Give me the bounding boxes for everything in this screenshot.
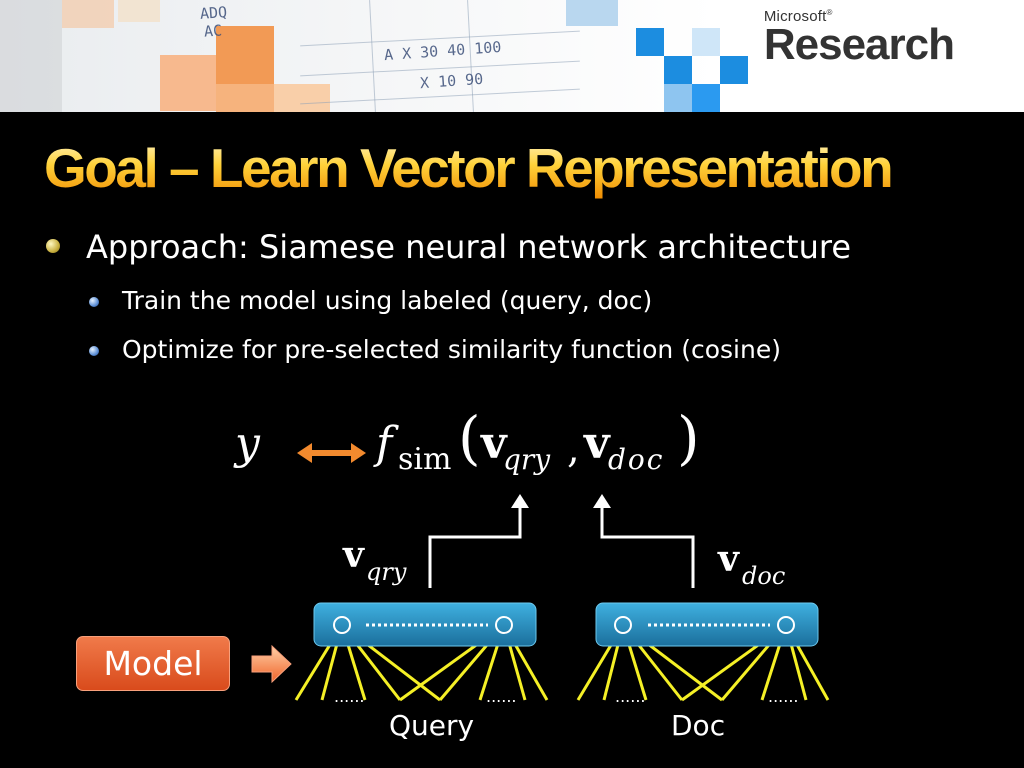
- doc-node: [614, 616, 632, 634]
- decor-square: [118, 0, 160, 22]
- logo-research-text: Research: [763, 20, 955, 69]
- decor-square: [216, 84, 274, 112]
- decor-square: [0, 0, 62, 112]
- decor-square: [62, 0, 114, 28]
- formula-f: f: [376, 418, 393, 469]
- formula-comma: ,: [567, 426, 580, 472]
- formula-paren-left: (: [458, 404, 481, 472]
- query-network: [294, 602, 549, 702]
- formula-y: y: [235, 418, 260, 469]
- query-label: Query: [389, 709, 475, 742]
- formula-paren-right: ): [677, 404, 700, 472]
- formula-sim-subscript: sim: [398, 442, 452, 477]
- decor-square: [692, 28, 720, 56]
- query-vector-label: v: [343, 534, 364, 576]
- header-banner: ADQ AC A X 30 40 100 X 10 90 Microsoft® …: [0, 0, 1024, 112]
- sub-bullet-1: Train the model using labeled (query, do…: [122, 286, 653, 315]
- formula-doc-subscript: doc: [608, 443, 665, 476]
- doc-layer: [595, 602, 819, 647]
- query-node: [333, 616, 351, 634]
- doc-input-ellipsis-left: ......: [615, 687, 646, 706]
- logo-microsoft-text: Microsoft: [763, 8, 827, 25]
- query-node: [495, 616, 513, 634]
- doc-input-ellipsis-right: ......: [768, 687, 799, 706]
- bullet-main: Approach: Siamese neural network archite…: [86, 228, 852, 266]
- slide-title: Goal – Learn Vector Representation: [44, 137, 894, 199]
- sub-bullet-2: Optimize for pre-selected similarity fun…: [122, 335, 781, 364]
- doc-network: [576, 602, 830, 702]
- model-label-box: Model: [76, 636, 230, 691]
- doc-vector-arrow: [593, 494, 695, 588]
- decor-square: [664, 84, 692, 112]
- doc-label: Doc: [671, 709, 726, 742]
- decor-square: [720, 56, 748, 84]
- formula-v-qry: v: [481, 418, 507, 469]
- query-vector-subscript: qry: [366, 558, 407, 586]
- query-layer: [313, 602, 537, 647]
- model-arrow-icon: [251, 644, 292, 684]
- query-input-ellipsis-right: ......: [486, 687, 517, 706]
- query-input-ellipsis-left: ......: [334, 687, 365, 706]
- formula-qry-subscript: qry: [503, 443, 551, 476]
- doc-vector-subscript: doc: [742, 562, 786, 590]
- decor-square: [160, 55, 216, 111]
- doc-vector-label: v: [718, 538, 739, 580]
- double-arrow-icon: [297, 443, 366, 463]
- decor-square: [692, 84, 720, 112]
- sub-bullet-icon: [89, 297, 99, 307]
- decor-square: [274, 84, 330, 112]
- sub-bullet-icon: [89, 346, 99, 356]
- decor-square: [216, 26, 274, 84]
- formula-v-doc: v: [584, 418, 610, 469]
- query-vector-arrow: [428, 494, 529, 588]
- decor-square: [664, 56, 692, 84]
- decor-square: [566, 0, 618, 26]
- bullet-icon: [46, 239, 60, 253]
- decor-square: [636, 28, 664, 56]
- logo-trademark: ®: [826, 8, 833, 17]
- doc-node: [777, 616, 795, 634]
- microsoft-research-logo: Microsoft® Research: [763, 8, 955, 69]
